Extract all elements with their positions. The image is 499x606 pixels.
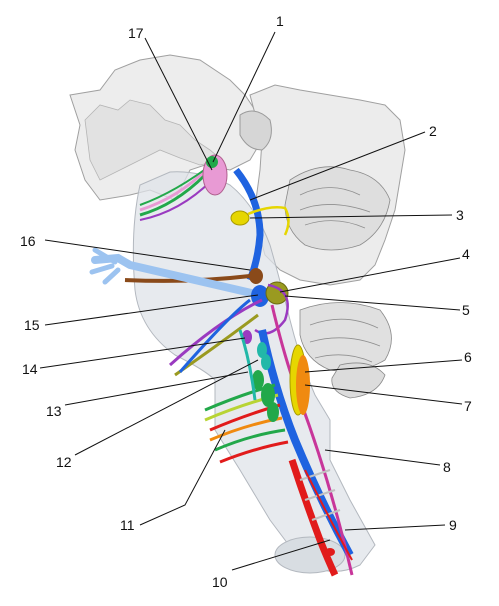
label-3: 3 <box>456 207 464 223</box>
label-15: 15 <box>24 317 40 333</box>
brainstem-outline <box>132 171 376 574</box>
label-2: 2 <box>429 123 437 139</box>
label-4: 4 <box>462 246 470 262</box>
skull-base-illustration <box>69 54 406 399</box>
nerve-15-light-blue <box>89 247 269 307</box>
nucleus-3-yellow <box>230 206 290 236</box>
nerve-bundle-11-12 <box>204 329 289 464</box>
cranial-nerves <box>89 154 354 577</box>
label-8: 8 <box>443 459 451 475</box>
label-7: 7 <box>464 398 472 414</box>
nerve-bundle-17 <box>139 154 228 221</box>
label-5: 5 <box>462 302 470 318</box>
label-10: 10 <box>212 574 228 590</box>
leader-lines <box>39 31 463 571</box>
label-6: 6 <box>464 349 472 365</box>
label-14: 14 <box>22 361 38 377</box>
label-11: 11 <box>120 517 135 533</box>
nerve-14 <box>168 298 263 377</box>
label-9: 9 <box>449 517 457 533</box>
nerve-2-blue-arc <box>233 167 264 282</box>
nucleus-6-7 <box>289 344 310 416</box>
label-16: 16 <box>20 233 36 249</box>
nucleus-4 <box>265 281 289 305</box>
label-1: 1 <box>276 13 284 29</box>
nerve-10-red <box>288 458 341 577</box>
labels: 1 2 3 4 5 6 7 8 9 10 11 12 13 14 15 16 1… <box>20 13 472 590</box>
label-12: 12 <box>56 454 72 470</box>
label-17: 17 <box>128 25 144 41</box>
label-13: 13 <box>46 403 62 419</box>
